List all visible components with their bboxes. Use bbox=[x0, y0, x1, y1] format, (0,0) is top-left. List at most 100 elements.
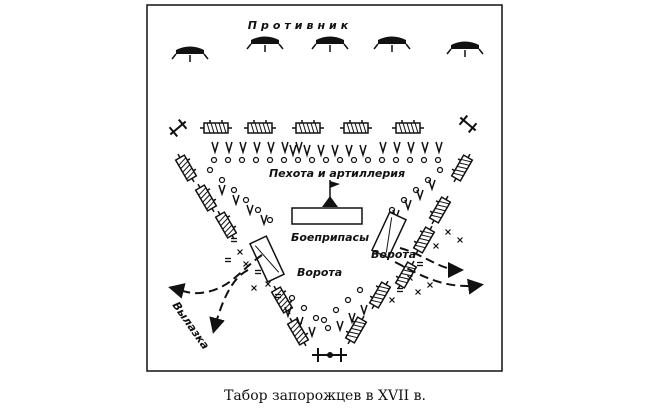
sortie-label: Вылазка bbox=[170, 299, 212, 352]
wagon-icon bbox=[292, 120, 324, 134]
cannon-icon bbox=[458, 114, 478, 134]
soldier-icon bbox=[406, 156, 414, 164]
pike-icon bbox=[331, 144, 339, 158]
wagon-icon bbox=[392, 120, 424, 134]
pike-icon bbox=[231, 237, 237, 243]
wagon-icon bbox=[450, 153, 474, 183]
diagram-border bbox=[146, 4, 503, 372]
soldier-icon bbox=[266, 216, 274, 224]
wagon-icon bbox=[194, 183, 218, 213]
cross-mark bbox=[427, 282, 433, 288]
wagon-icon bbox=[428, 195, 452, 225]
soldier-icon bbox=[210, 156, 218, 164]
bottom-cannon bbox=[312, 348, 347, 362]
cross-mark bbox=[457, 237, 463, 243]
soldier-icon bbox=[308, 156, 316, 164]
cross-mark bbox=[433, 243, 439, 249]
sortie-arrow-left-2 bbox=[209, 269, 249, 334]
soldier-icon bbox=[266, 156, 274, 164]
wagon-icon bbox=[270, 285, 294, 315]
soldier-icon bbox=[206, 166, 214, 174]
wagon-icon bbox=[368, 280, 392, 310]
pike-icon bbox=[421, 141, 429, 155]
soldier-icon bbox=[224, 156, 232, 164]
pike-icon bbox=[296, 316, 304, 329]
gate-label-right: Ворота bbox=[371, 248, 416, 261]
cross-mark bbox=[265, 281, 271, 287]
soldier-icon bbox=[356, 286, 364, 294]
cross-mark bbox=[407, 275, 413, 281]
soldier-icon bbox=[336, 156, 344, 164]
front-wagons bbox=[168, 114, 478, 138]
pike-icon bbox=[284, 306, 292, 319]
pike-icon bbox=[246, 204, 254, 217]
soldier-icon bbox=[230, 186, 238, 194]
infantry-label: Пехота и артиллерия bbox=[269, 167, 405, 180]
front-troops bbox=[210, 141, 443, 164]
wagon-icon bbox=[244, 120, 276, 134]
enemy-unit-icon bbox=[446, 41, 484, 57]
wagon-icon bbox=[344, 315, 368, 345]
soldier-icon bbox=[288, 294, 296, 302]
pike-icon bbox=[295, 141, 303, 155]
soldier-icon bbox=[400, 196, 408, 204]
pike-icon bbox=[239, 141, 247, 155]
soldier-icon bbox=[294, 156, 302, 164]
soldier-icon bbox=[364, 156, 372, 164]
pike-icon bbox=[348, 312, 356, 325]
cross-mark bbox=[251, 285, 257, 291]
pike-icon bbox=[281, 141, 289, 155]
pike-icon bbox=[393, 141, 401, 155]
cross-mark bbox=[389, 297, 395, 303]
enemy-label: Противник bbox=[248, 19, 352, 32]
wagon-icon bbox=[214, 210, 238, 240]
pike-icon bbox=[225, 257, 231, 263]
banner-icon bbox=[322, 180, 340, 207]
soldier-icon bbox=[322, 156, 330, 164]
soldier-icon bbox=[238, 156, 246, 164]
pike-icon bbox=[275, 293, 281, 299]
pike-icon bbox=[267, 141, 275, 155]
soldier-icon bbox=[434, 156, 442, 164]
wagon-icon bbox=[200, 120, 232, 134]
pike-icon bbox=[407, 141, 415, 155]
soldier-icon bbox=[420, 156, 428, 164]
pike-icon bbox=[289, 144, 297, 158]
ammo-box bbox=[291, 207, 363, 225]
pike-icon bbox=[360, 304, 368, 317]
soldier-icon bbox=[412, 186, 420, 194]
pike-icon bbox=[317, 144, 325, 158]
soldier-icon bbox=[350, 156, 358, 164]
soldier-icon bbox=[378, 156, 386, 164]
enemy-unit-icon bbox=[246, 36, 284, 52]
pike-icon bbox=[336, 320, 344, 333]
wagon-icon bbox=[412, 225, 436, 255]
pike-icon bbox=[435, 141, 443, 155]
pike-icon bbox=[218, 184, 226, 197]
pike-icon bbox=[308, 326, 316, 339]
enemy-unit-icon bbox=[171, 46, 209, 62]
soldier-icon bbox=[332, 306, 340, 314]
wagon-icon bbox=[340, 120, 372, 134]
pike-icon bbox=[345, 144, 353, 158]
soldier-icon bbox=[242, 196, 250, 204]
enemy-units bbox=[171, 36, 484, 62]
cross-mark bbox=[237, 249, 243, 255]
pike-icon bbox=[253, 141, 261, 155]
soldier-icon bbox=[218, 176, 226, 184]
soldier-icon bbox=[320, 316, 328, 324]
gate-label-left: Ворота bbox=[297, 266, 342, 279]
pike-icon bbox=[404, 199, 412, 212]
pike-icon bbox=[255, 269, 261, 275]
soldier-icon bbox=[392, 156, 400, 164]
right-flank bbox=[320, 153, 474, 345]
enemy-unit-icon bbox=[373, 36, 411, 52]
pike-icon bbox=[428, 179, 436, 192]
soldier-icon bbox=[252, 156, 260, 164]
pike-icon bbox=[303, 144, 311, 158]
ammo-label: Боеприпасы bbox=[291, 231, 369, 244]
cross-mark bbox=[415, 289, 421, 295]
pike-icon bbox=[232, 194, 240, 207]
